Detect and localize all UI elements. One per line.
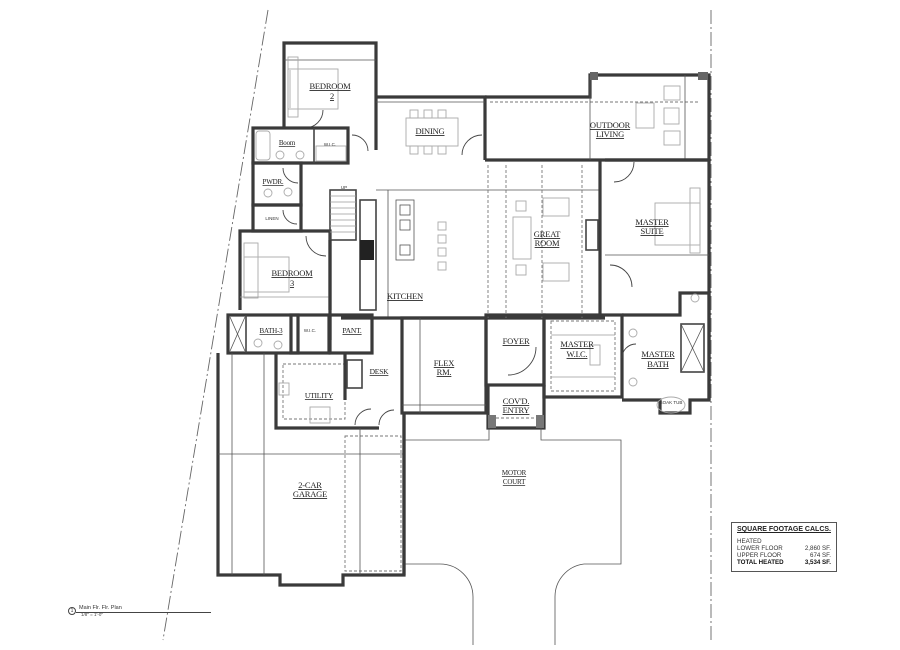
label-tub: SOAK TUB [660,400,683,405]
label-boom: Boom [279,139,296,147]
label-great-room-2: ROOM [535,238,560,248]
utility [274,353,395,430]
property-line-left [162,9,269,641]
label-motor-court-2: COURT [503,478,526,486]
label-flex-1: FLEX [434,358,455,368]
label-dining: DINING [415,126,444,136]
label-pwdr: PWDR. [263,178,284,186]
master-bath [621,291,711,415]
stair [328,189,357,340]
bath-2 [251,126,369,165]
sqft-total-label: TOTAL HEATED [737,559,784,566]
label-great-room-1: GREAT [534,229,561,239]
pantry [328,313,374,355]
sqft-row-upper: UPPER FLOOR 674 SF. [737,552,831,559]
label-master-suite-1: MASTER [635,217,669,227]
label-foyer: FOYER [503,336,530,346]
heated-label: HEATED [737,538,762,545]
label-flex-2: RM. [437,367,452,377]
label-wic-bath3: W.I.C. [304,328,316,333]
label-master-bath-2: BATH [647,359,668,369]
label-bedroom-3-number: 3 [290,278,294,288]
dining-table [405,109,459,155]
label-kitchen: KITCHEN [387,291,423,301]
sqft-row-value: 674 SF. [810,552,831,559]
title-underline [76,612,211,613]
label-covd-entry-1: COV'D. [503,396,530,406]
label-master-suite-2: SUITE [640,226,663,236]
label-stair-up: UP [341,185,347,190]
sqft-title: SQUARE FOOTAGE CALCS. [737,526,831,533]
label-outdoor-living-2: LIVING [596,129,624,139]
covered-entry [486,385,546,430]
drawing-scale: 1/8" = 1'-0" [81,612,103,617]
sqft-row-lower: LOWER FLOOR 2,860 SF. [737,545,831,552]
sqft-heated-header: HEATED [737,538,831,545]
great-room [485,158,605,318]
label-motor-court-1: MOTOR [502,469,527,477]
foyer [484,313,546,387]
label-bedroom-3: BEDROOM [271,268,313,278]
outdoor-living [485,72,711,162]
drawing-title: Main Flr. Flr. Plan [79,605,122,611]
label-utility: UTILITY [305,391,334,400]
label-bedroom-2: BEDROOM [309,81,351,91]
square-footage-table: SQUARE FOOTAGE CALCS. HEATED LOWER FLOOR… [731,522,837,572]
label-master-bath-1: MASTER [641,349,675,359]
motor-court [402,413,622,645]
label-pantry: PANT. [342,326,362,335]
label-bedroom-2-number: 2 [330,91,334,101]
detail-number-circle: 1 [68,607,76,615]
label-wic-small: W.I.C. [324,142,336,147]
sqft-row-label: LOWER FLOOR [737,545,783,552]
garage [216,353,406,587]
label-garage-1: 2-CAR [298,480,322,490]
label-linen: LINEN [265,216,278,221]
sqft-row-value: 2,860 SF. [804,545,831,552]
label-outdoor-living-1: OUTDOOR [590,120,631,130]
sqft-row-total: TOTAL HEATED 3,534 SF. [737,559,831,566]
label-master-wic-2: W.I.C. [567,349,588,359]
label-master-wic-1: MASTER [560,339,594,349]
label-covd-entry-2: ENTRY [503,405,530,415]
sqft-row-label: UPPER FLOOR [737,552,782,559]
label-bath-3: BATH-3 [260,327,284,335]
label-garage-2: GARAGE [293,489,327,499]
label-desk: DESK [370,367,390,376]
sqft-total-value: 3,534 SF. [804,559,831,566]
main-living-shell [341,95,605,320]
